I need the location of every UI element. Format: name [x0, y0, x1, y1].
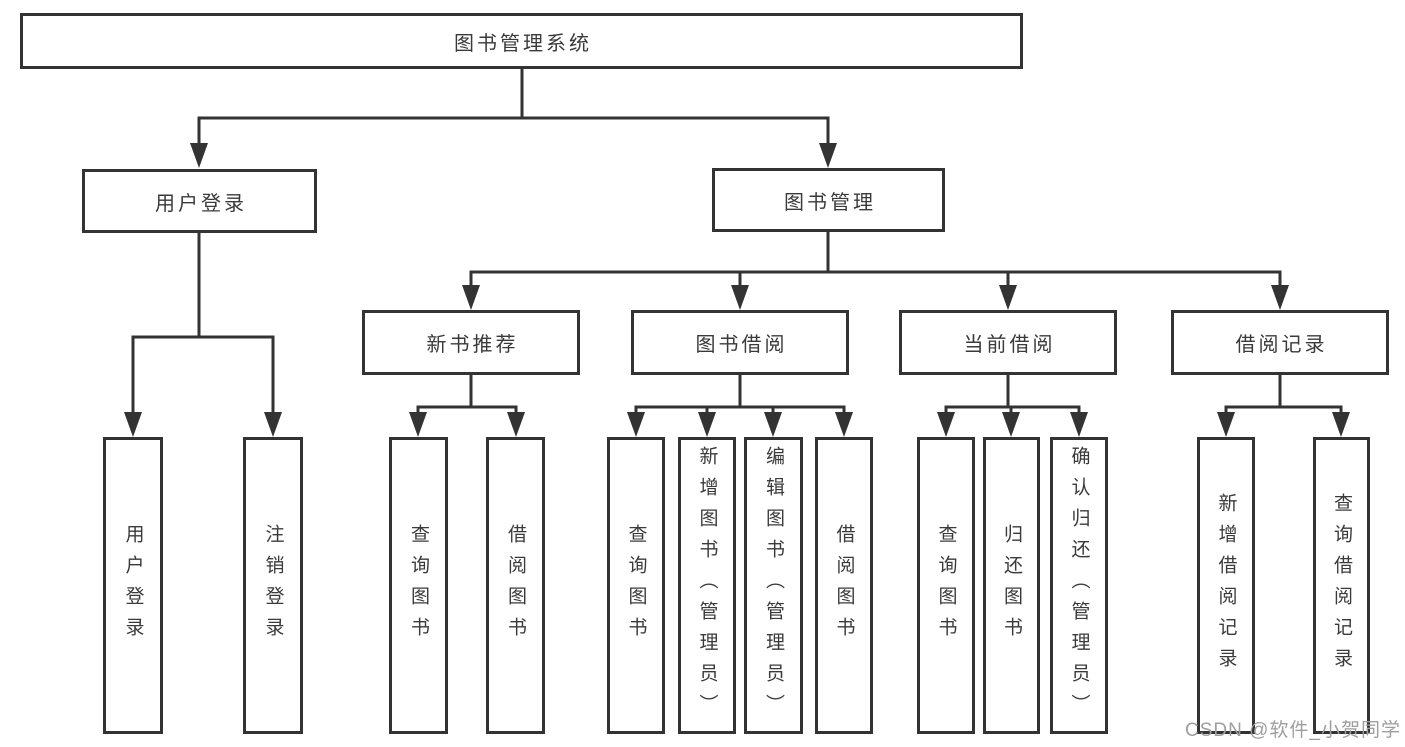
leaf-search-books-current-label: 查询图书 — [935, 523, 957, 648]
leaf-user-login-label: 用户登录 — [122, 523, 144, 648]
leaf-search-borrow-record-label: 查询借阅记录 — [1331, 492, 1352, 679]
leaf-confirm-return-admin: 确认归还（管理员） — [1050, 437, 1108, 734]
leaf-borrow-books-borrowing: 借阅图书 — [815, 437, 873, 734]
leaf-add-book-admin: 新增图书（管理员） — [678, 437, 736, 734]
edge-bookmgmt-to-level3 — [469, 232, 1282, 292]
node-borrowing-records: 借阅记录 — [1171, 310, 1389, 375]
leaf-borrow-books-recommend-label: 借阅图书 — [505, 523, 526, 648]
node-user-login: 用户登录 — [82, 169, 317, 233]
leaf-search-books-borrowing-label: 查询图书 — [625, 523, 647, 648]
leaf-return-books: 归还图书 — [983, 437, 1040, 734]
leaf-return-books-label: 归还图书 — [1001, 523, 1022, 648]
leaf-logout-label: 注销登录 — [262, 523, 284, 648]
leaf-borrow-books-borrowing-label: 借阅图书 — [833, 523, 855, 648]
edge-borrowing-to-leaves — [634, 375, 846, 414]
node-new-book-recommendation: 新书推荐 — [362, 310, 580, 375]
node-library-management-system: 图书管理系统 — [20, 13, 1023, 69]
leaf-search-books-borrowing: 查询图书 — [607, 437, 665, 734]
leaf-logout: 注销登录 — [243, 437, 303, 734]
edge-current-to-leaves — [944, 375, 1081, 414]
leaf-add-borrow-record-label: 新增借阅记录 — [1215, 492, 1237, 679]
edge-userlogin-to-leaves — [131, 233, 275, 413]
edge-records-to-leaves — [1224, 375, 1343, 414]
leaf-borrow-books-recommend: 借阅图书 — [486, 437, 545, 734]
leaf-confirm-return-admin-label: 确认归还（管理员） — [1068, 446, 1090, 725]
edge-root-to-level2 — [197, 69, 830, 144]
csdn-watermark: CSDN @软件_小贺同学 — [1185, 720, 1401, 741]
leaf-search-books-recommend-label: 查询图书 — [408, 523, 429, 648]
leaf-add-book-admin-label: 新增图书（管理员） — [696, 446, 718, 725]
leaf-search-books-recommend: 查询图书 — [389, 437, 448, 734]
leaf-edit-book-admin: 编辑图书（管理员） — [744, 437, 803, 734]
leaf-add-borrow-record: 新增借阅记录 — [1197, 437, 1255, 734]
node-current-borrowing: 当前借阅 — [899, 310, 1117, 375]
leaf-edit-book-admin-label: 编辑图书（管理员） — [763, 446, 784, 725]
node-book-borrowing: 图书借阅 — [631, 310, 849, 375]
node-book-management: 图书管理 — [712, 168, 945, 232]
edge-recommend-to-leaves — [416, 375, 518, 414]
leaf-search-books-current: 查询图书 — [917, 437, 975, 734]
leaf-user-login: 用户登录 — [103, 437, 163, 734]
leaf-search-borrow-record: 查询借阅记录 — [1313, 437, 1370, 734]
